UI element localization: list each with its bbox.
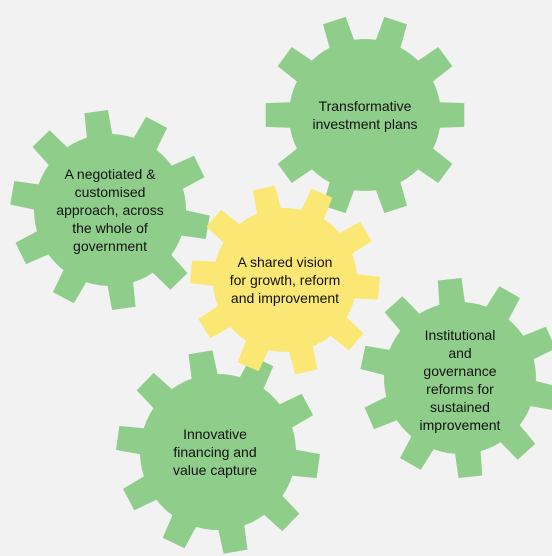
label-shared-vision-line-1: A shared vision [237, 254, 333, 270]
gear-transformative [265, 16, 465, 214]
label-innovative: Innovative financing and value capture [150, 422, 280, 482]
label-negotiated-line-5: government [73, 238, 147, 254]
label-shared-vision-line-2: for growth, reform [229, 272, 341, 288]
label-institutional-line-6: improvement [419, 417, 501, 433]
label-negotiated-line-2: customised [74, 184, 146, 200]
label-innovative-line-3: value capture [172, 462, 258, 478]
label-negotiated-line-4: the whole of [72, 220, 148, 236]
label-shared-vision-line-3: and improvement [230, 290, 340, 306]
gear-shared-vision [190, 185, 380, 375]
label-institutional-line-4: reforms for [426, 381, 494, 397]
gear-institutional [360, 278, 552, 478]
gear-negotiated [10, 110, 210, 310]
label-transformative: Transformative investment plans [290, 90, 440, 140]
label-institutional-line-2: and [448, 345, 472, 361]
label-innovative-line-1: Innovative [183, 426, 247, 442]
label-innovative-line-2: financing and [173, 444, 257, 460]
label-institutional-line-5: sustained [430, 399, 490, 415]
label-institutional: Institutional and governance reforms for… [395, 318, 525, 442]
label-shared-vision: A shared vision for growth, reform and i… [210, 250, 360, 310]
label-negotiated: A negotiated & customised approach, acro… [35, 160, 185, 260]
label-institutional-line-1: Institutional [424, 327, 496, 343]
label-transformative-line-2: investment plans [312, 116, 418, 132]
label-negotiated-line-1: A negotiated & [64, 166, 156, 182]
label-institutional-line-3: governance [423, 363, 497, 379]
gear-innovative [116, 350, 320, 554]
label-transformative-line-1: Transformative [318, 98, 412, 114]
label-negotiated-line-3: approach, across [56, 202, 164, 218]
